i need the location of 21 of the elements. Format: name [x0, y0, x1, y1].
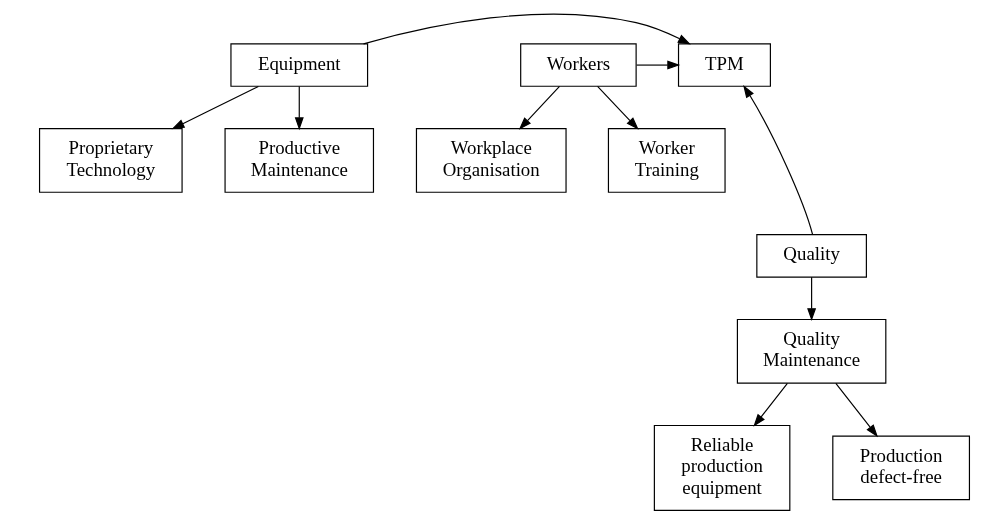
arrow: [742, 84, 813, 235]
node-box: Equipment: [229, 42, 368, 87]
node-box: TPM: [677, 42, 771, 87]
arrow: [752, 382, 788, 427]
node-box: Production defect-free: [831, 435, 970, 500]
arrow: [518, 85, 560, 130]
arrow: [171, 85, 259, 129]
arrow: [635, 60, 680, 70]
node-box: Reliable production equipment: [653, 424, 790, 511]
arrow: [596, 85, 639, 130]
node-box: Productive Maintenance: [223, 127, 374, 193]
node-box: Proprietary Technology: [38, 127, 183, 193]
arrow: [294, 85, 304, 130]
node-box: Workplace Organisation: [415, 127, 567, 193]
node-box: Workers: [519, 42, 637, 87]
node-box: Quality Maintenance: [736, 318, 886, 384]
arrow: [834, 382, 878, 437]
node-box: Worker Training: [607, 127, 726, 193]
arrow: [806, 276, 816, 321]
node-box: Quality: [755, 233, 867, 278]
arrow: [362, 13, 691, 45]
